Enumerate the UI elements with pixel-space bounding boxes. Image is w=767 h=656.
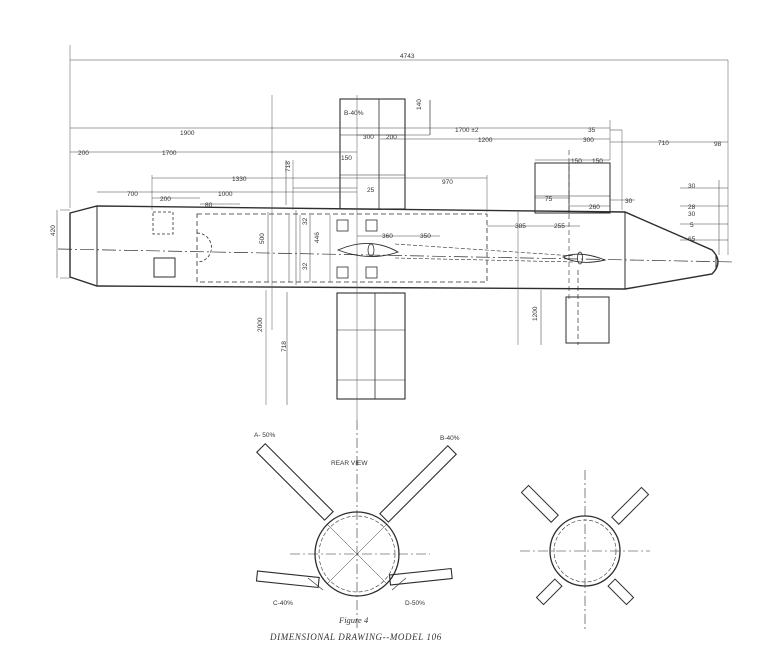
dim-98: 98 bbox=[714, 141, 722, 148]
dim-overall-length: 4743 bbox=[400, 53, 415, 60]
lower-tail-panel bbox=[565, 296, 610, 344]
dim-65: 65 bbox=[688, 236, 696, 243]
rear-view-labels: REAR VIEW A- 50% B-40% C-40% D-50% bbox=[254, 432, 460, 607]
tail-fin-ll bbox=[535, 578, 563, 606]
dim-140: 140 bbox=[416, 99, 423, 110]
dim-25: 25 bbox=[367, 187, 375, 194]
dim-446: 446 bbox=[314, 232, 321, 243]
figure-label: Figure 4 bbox=[338, 615, 369, 625]
lower-wing-panel bbox=[336, 292, 406, 400]
fuselage-outline bbox=[69, 205, 719, 290]
wing-section bbox=[336, 243, 400, 257]
dim-150b: 150 bbox=[571, 158, 582, 165]
dim-1900: 1900 bbox=[180, 130, 195, 137]
fin-label-b: B-40% bbox=[440, 435, 460, 442]
tail-section bbox=[561, 253, 607, 263]
dim-350: 350 bbox=[420, 233, 431, 240]
dim-1000: 1000 bbox=[218, 191, 233, 198]
dim-200c: 200 bbox=[160, 196, 171, 203]
dim-1200b: 1200 bbox=[532, 306, 539, 321]
fin-b bbox=[379, 444, 458, 523]
dim-710: 710 bbox=[658, 140, 669, 147]
dim-200b: 200 bbox=[78, 150, 89, 157]
upper-wing-panel bbox=[339, 98, 406, 210]
dimension-lines bbox=[56, 59, 728, 405]
dim-360: 360 bbox=[382, 233, 393, 240]
fin-c bbox=[255, 570, 320, 589]
dim-300a: 300 bbox=[363, 134, 374, 141]
fin-label-b-top: B-40% bbox=[344, 110, 364, 117]
dim-35: 35 bbox=[588, 127, 596, 134]
figure-title: DIMENSIONAL DRAWING--MODEL 106 bbox=[269, 632, 442, 642]
dim-1330: 1330 bbox=[232, 176, 247, 183]
dim-1700: 1700 bbox=[162, 150, 177, 157]
fin-label-c: C-40% bbox=[273, 600, 293, 607]
tail-fin-lr bbox=[607, 578, 635, 606]
hatch-square bbox=[153, 257, 176, 278]
dim-80: 80 bbox=[205, 202, 213, 209]
dim-32a: 32 bbox=[302, 217, 309, 225]
dim-75: 75 bbox=[545, 196, 553, 203]
rear-view-small bbox=[520, 470, 650, 630]
dim-718a: 718 bbox=[285, 161, 292, 172]
fin-a bbox=[255, 442, 334, 521]
tail-circle bbox=[549, 515, 621, 587]
fin-d bbox=[388, 567, 453, 586]
side-view bbox=[56, 45, 736, 420]
dim-700: 700 bbox=[127, 191, 138, 198]
dimension-labels: 4743 1900 1700 ±2 35 140 300 200 1200 30… bbox=[50, 53, 722, 352]
dim-30c: 30 bbox=[688, 211, 696, 218]
rear-view-label: REAR VIEW bbox=[331, 460, 368, 467]
centerline bbox=[57, 248, 736, 263]
dim-1200: 1200 bbox=[478, 137, 493, 144]
rear-fuselage-circle bbox=[314, 511, 400, 597]
tail-fin-ur bbox=[611, 486, 650, 525]
dim-150a: 150 bbox=[341, 155, 352, 162]
dim-500: 500 bbox=[259, 233, 266, 244]
dim-200a: 200 bbox=[386, 134, 397, 141]
dim-30b: 30 bbox=[688, 183, 696, 190]
rear-view-large bbox=[255, 420, 458, 630]
dim-150c: 150 bbox=[592, 158, 603, 165]
dim-2000: 2000 bbox=[257, 317, 264, 332]
dim-5: 5 bbox=[690, 222, 694, 229]
dim-385: 385 bbox=[515, 223, 526, 230]
dim-28: 28 bbox=[688, 204, 696, 211]
fin-label-d: D-50% bbox=[405, 600, 425, 607]
dim-718b: 718 bbox=[281, 341, 288, 352]
equipment-bay bbox=[196, 213, 488, 283]
dim-420: 420 bbox=[50, 225, 57, 236]
dim-1700-tol: 1700 ±2 bbox=[455, 127, 479, 134]
dim-970: 970 bbox=[442, 179, 453, 186]
upper-tail-panel bbox=[534, 162, 611, 214]
dim-255: 255 bbox=[554, 223, 565, 230]
dim-260: 260 bbox=[589, 204, 600, 211]
tail-fin-ul bbox=[520, 484, 559, 523]
dim-32b: 32 bbox=[302, 262, 309, 270]
dim-300b: 300 bbox=[583, 137, 594, 144]
fin-label-a: A- 50% bbox=[254, 432, 276, 439]
dim-30a: 30 bbox=[625, 198, 633, 205]
